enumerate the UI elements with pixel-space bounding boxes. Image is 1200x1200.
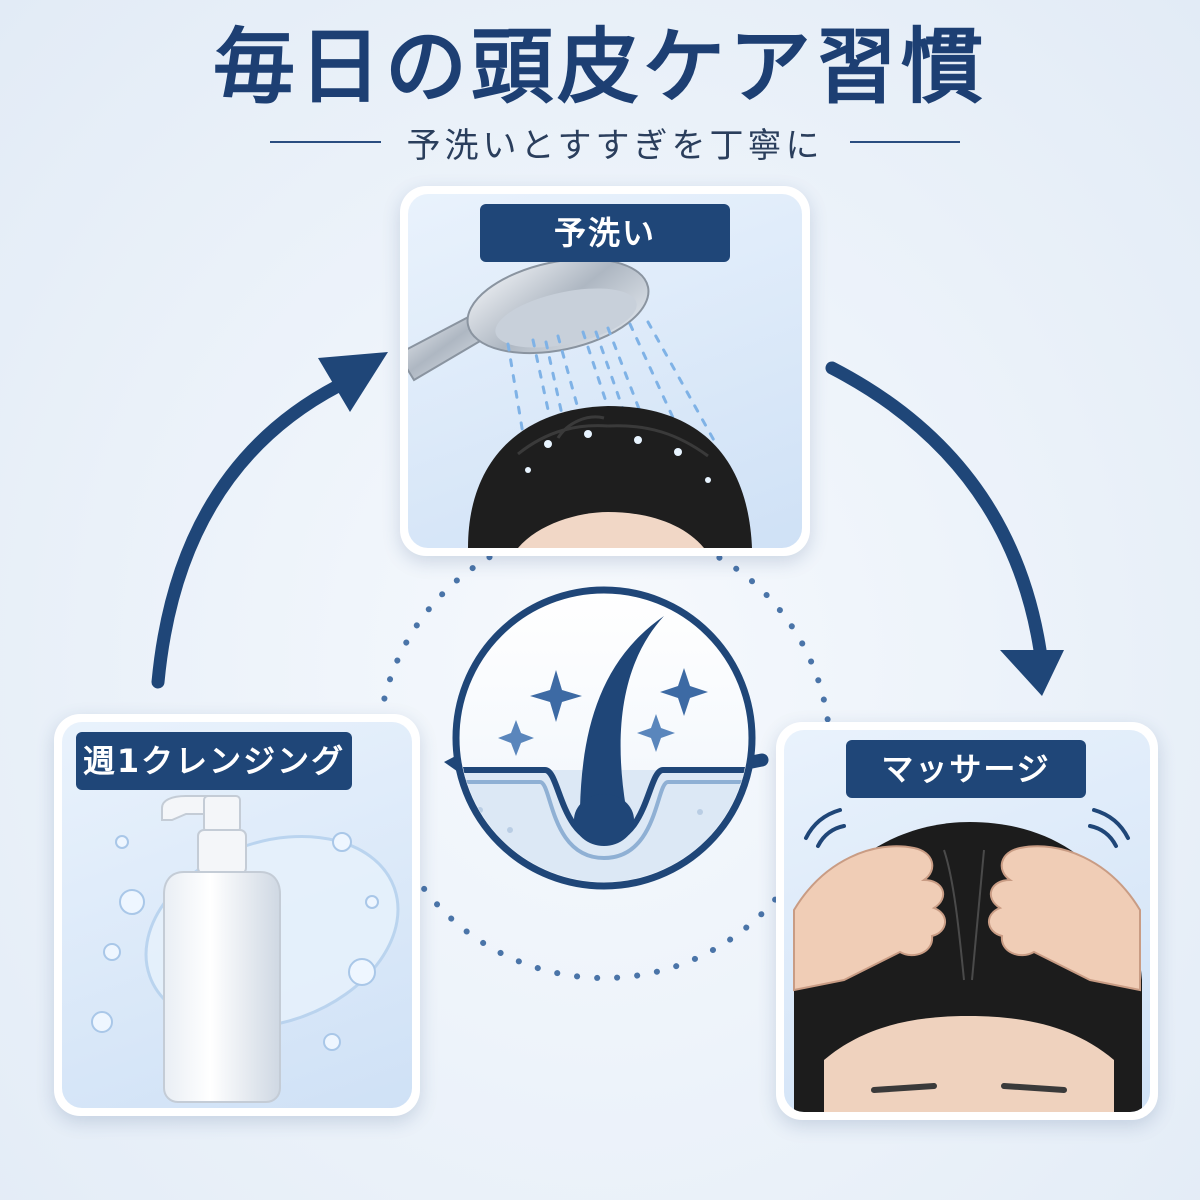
step-card-cleansing-image: 週1クレンジング (62, 722, 412, 1108)
step-label-prewash: 予洗い (480, 204, 730, 262)
step-card-massage: マッサージ (776, 722, 1158, 1120)
step-card-prewash: 予洗い (400, 186, 810, 556)
hair-follicle-icon (440, 590, 770, 900)
cycle-arrow-right (832, 368, 1064, 696)
step-label-cleansing: 週1クレンジング (76, 732, 352, 790)
step-card-massage-image: マッサージ (784, 730, 1150, 1112)
step-card-prewash-image: 予洗い (408, 194, 802, 548)
cycle-arrow-left (158, 352, 388, 682)
step-card-cleansing: 週1クレンジング (54, 714, 420, 1116)
step-label-massage: マッサージ (846, 740, 1086, 798)
